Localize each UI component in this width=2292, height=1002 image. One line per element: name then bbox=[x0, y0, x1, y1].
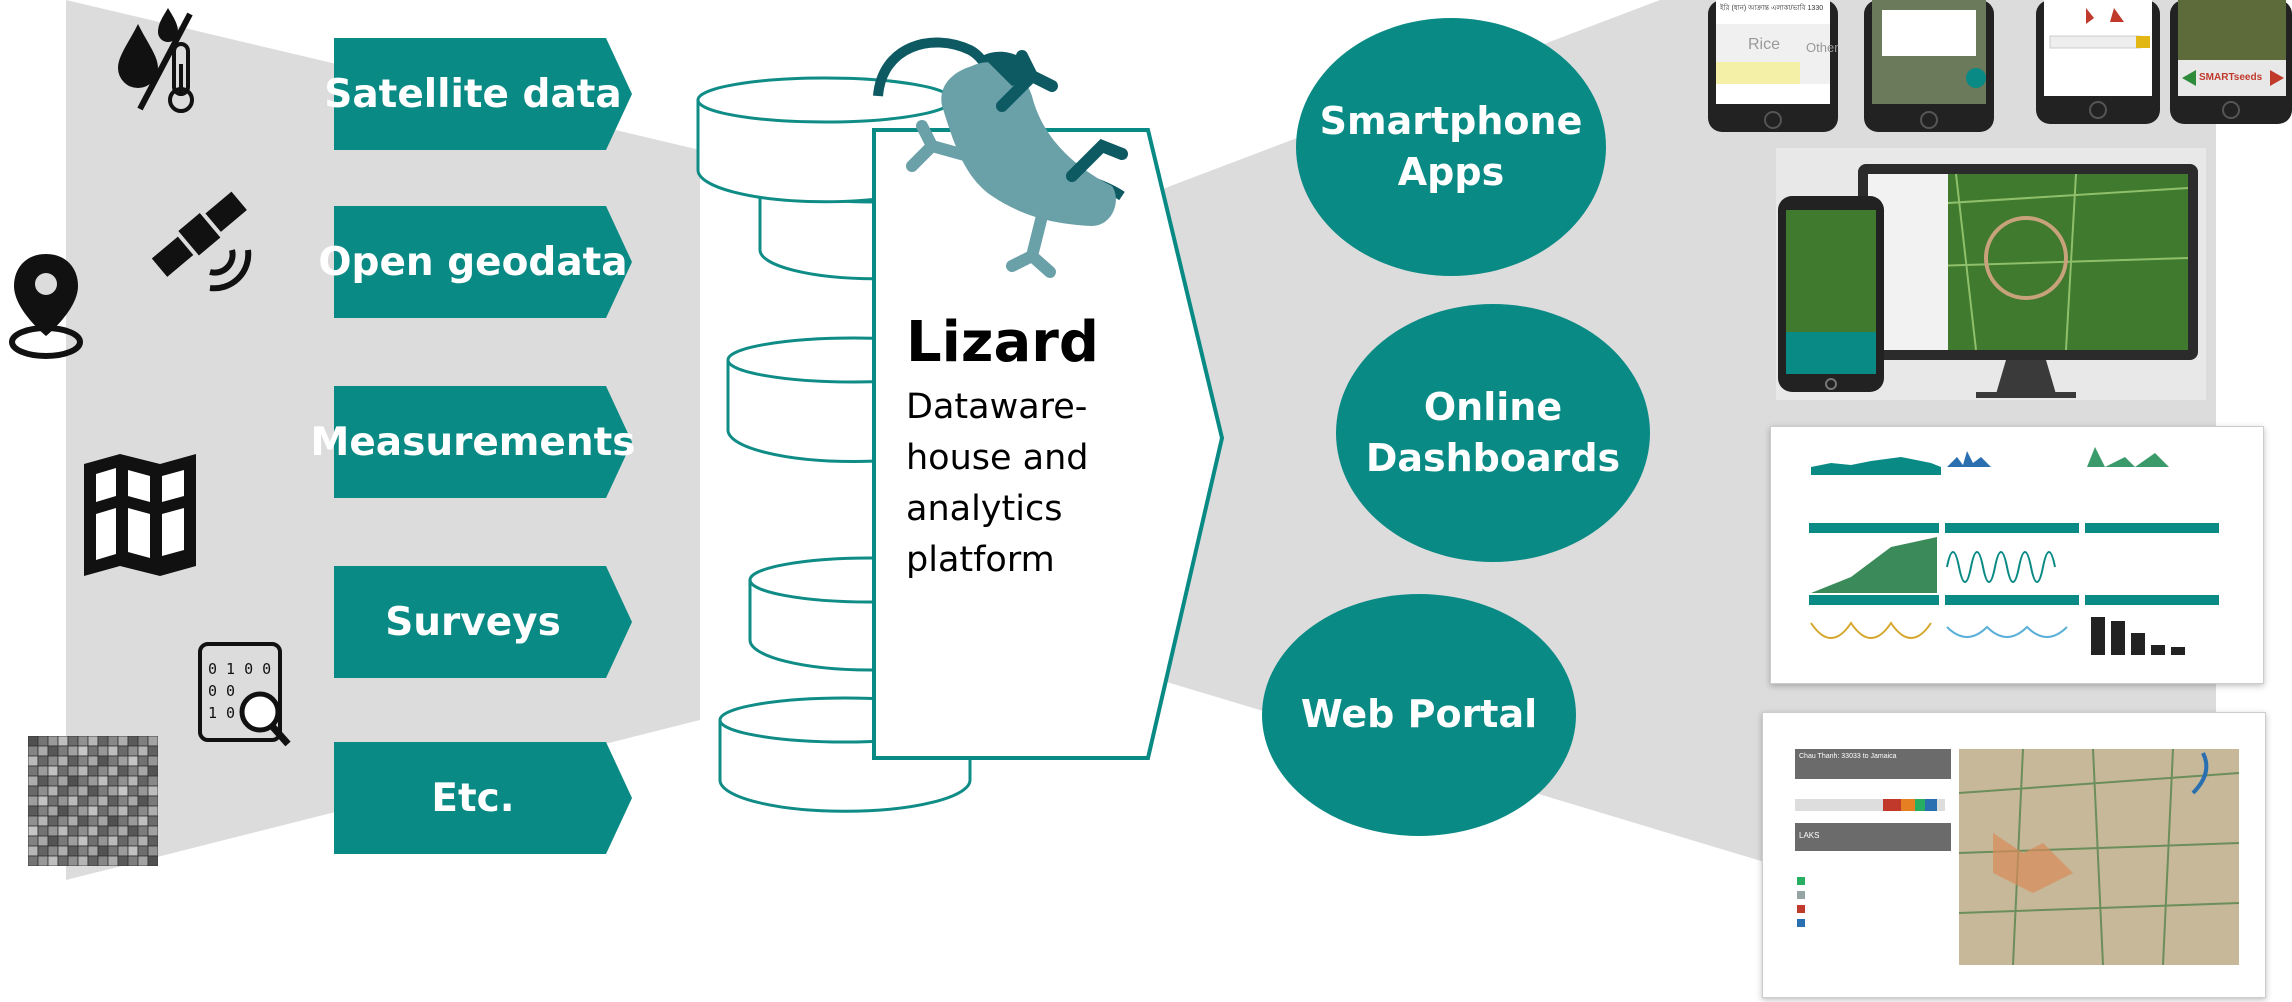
input-tag-4: Etc. bbox=[334, 742, 632, 854]
phone-1 bbox=[1708, 0, 1838, 132]
platform-box bbox=[872, 128, 1225, 760]
output-oval-1: Online Dashboards bbox=[1336, 304, 1650, 562]
svg-text:1 0: 1 0 bbox=[208, 704, 235, 722]
output-label: Online Dashboards bbox=[1365, 384, 1621, 480]
phone1-other: Other bbox=[1806, 40, 1839, 55]
phone1-crop: Rice bbox=[1748, 36, 1781, 53]
dashboard-screenshot bbox=[1770, 426, 2264, 684]
input-tag-2: Measurements bbox=[311, 386, 635, 498]
portal-screenshot: Chau Thanh: 33033 to Jamaica LAKS bbox=[1762, 712, 2266, 998]
location-pin-icon bbox=[9, 254, 83, 359]
platform-title: Lizard bbox=[906, 310, 1099, 375]
input-label: Open geodata bbox=[318, 239, 628, 285]
phone-2 bbox=[1864, 0, 1994, 132]
output-label: Smartphone Apps bbox=[1319, 98, 1583, 194]
portal-title: Chau Thanh: 33033 to Jamaica bbox=[1799, 753, 1897, 760]
raster-grid-icon bbox=[28, 736, 158, 866]
binary-search-icon: 0 1 0 0 0 0 1 0 bbox=[198, 642, 291, 747]
input-label: Surveys bbox=[385, 599, 561, 645]
input-tag-0: Satellite data bbox=[324, 38, 632, 150]
satellite-icon bbox=[151, 191, 252, 292]
lizard-logo bbox=[873, 37, 1128, 278]
input-label: Satellite data bbox=[324, 71, 622, 117]
input-label: Measurements bbox=[310, 419, 636, 465]
phone-3 bbox=[2036, 0, 2160, 124]
input-tag-1: Open geodata bbox=[318, 206, 632, 318]
map-icon bbox=[84, 454, 196, 576]
platform-description: Dataware- house and analytics platform bbox=[906, 387, 1089, 580]
banner-text: SMARTseeds bbox=[2199, 72, 2263, 83]
input-tag-3: Surveys bbox=[334, 566, 632, 678]
device-screenshot bbox=[1776, 148, 2206, 400]
phone-4 bbox=[2170, 0, 2292, 124]
svg-text:0 1 0 0: 0 1 0 0 bbox=[208, 660, 271, 678]
output-oval-2: Web Portal bbox=[1262, 594, 1576, 836]
svg-text:0 0: 0 0 bbox=[208, 682, 235, 700]
input-label: Etc. bbox=[431, 775, 515, 821]
smartphone-screenshots: ইরি (ধান) আক্রান্ত এলাকা/ভাবি 1330 Rice … bbox=[1706, 0, 2292, 136]
output-oval-0: Smartphone Apps bbox=[1296, 18, 1606, 276]
water-temperature-icon bbox=[118, 8, 194, 113]
portal-section: LAKS bbox=[1799, 831, 1820, 840]
phone1-header: ইরি (ধান) আক্রান্ত এলাকা/ভাবি 1330 bbox=[1720, 5, 1824, 12]
output-label: Web Portal bbox=[1300, 692, 1538, 737]
